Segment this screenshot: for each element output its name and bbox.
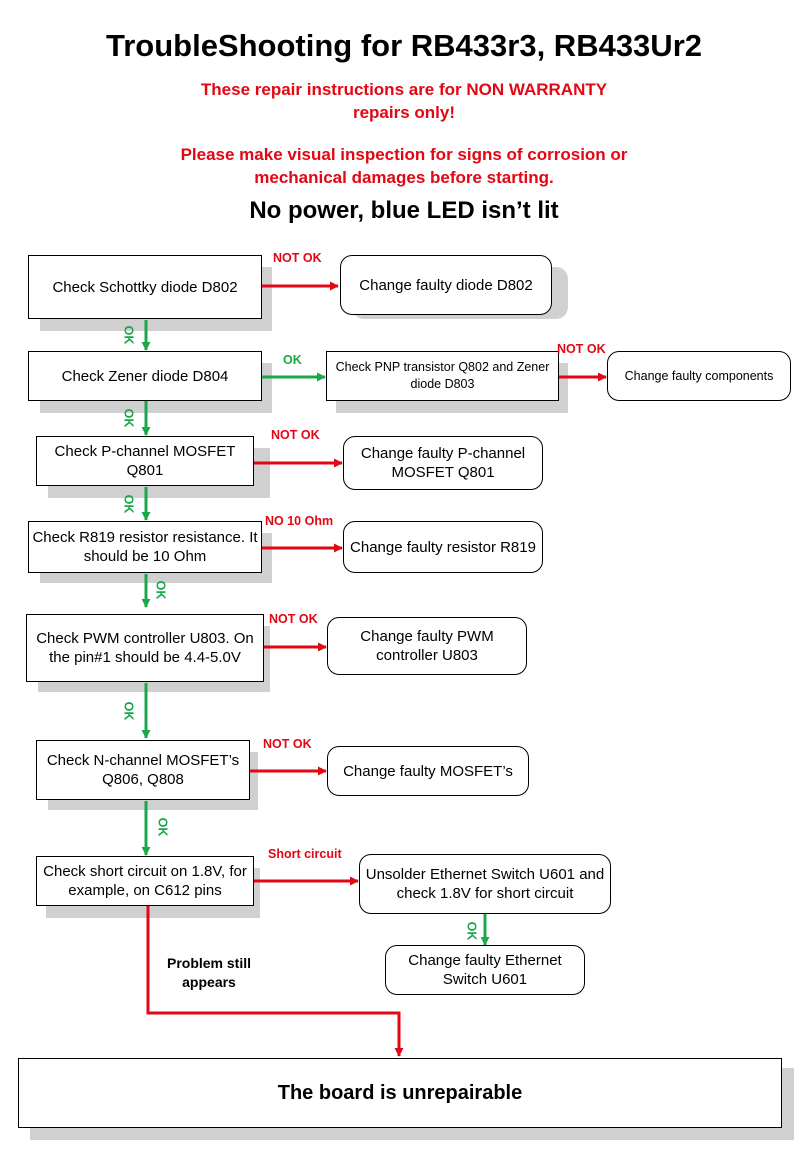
label-short-circuit: Short circuit <box>268 847 342 861</box>
arrow-problem-still-appears <box>146 906 404 1057</box>
action-change-d802: Change faulty diode D802 <box>340 255 552 315</box>
warning-line-1: These repair instructions are for NON WA… <box>200 80 608 99</box>
step-check-short-circuit: Check short circuit on 1.8V, for example… <box>36 856 254 906</box>
label-ok-d802: OK <box>121 325 136 345</box>
label-not-ok-u803: NOT OK <box>269 612 318 626</box>
action-unsolder-u601: Unsolder Ethernet Switch U601 and check … <box>359 854 611 914</box>
warning-line-3: Please make visual inspection for signs … <box>180 145 628 164</box>
label-not-ok-q801: NOT OK <box>271 428 320 442</box>
final-result-box: The board is unrepairable <box>18 1058 782 1128</box>
warning-line-2: repairs only! <box>352 103 456 122</box>
label-ok-r819: OK <box>153 580 168 600</box>
label-not-ok-d802: NOT OK <box>273 251 322 265</box>
action-change-r819: Change faulty resistor R819 <box>343 521 543 573</box>
flowchart-subtitle: No power, blue LED isn’t lit <box>249 197 559 224</box>
label-problem-still-appears: Problem still appears <box>166 955 252 990</box>
step-check-u803: Check PWM controller U803. On the pin#1 … <box>26 614 264 682</box>
label-not-ok-q802: NOT OK <box>557 342 606 356</box>
label-ok-u803: OK <box>121 701 136 721</box>
action-change-components: Change faulty components <box>607 351 791 401</box>
label-ok-q801: OK <box>121 494 136 514</box>
label-ok-d804: OK <box>121 408 136 428</box>
label-ok-q806: OK <box>155 817 170 837</box>
step-check-d804: Check Zener diode D804 <box>28 351 262 401</box>
label-no-10-ohm: NO 10 Ohm <box>265 514 334 528</box>
action-change-q801: Change faulty P-channel MOSFET Q801 <box>343 436 543 490</box>
step-check-q806-q808: Check N-channel MOSFET’s Q806, Q808 <box>36 740 250 800</box>
page-title: TroubleShooting for RB433r3, RB433Ur2 <box>105 28 702 63</box>
action-change-mosfets: Change faulty MOSFET’s <box>327 746 529 796</box>
action-change-u601: Change faulty Ethernet Switch U601 <box>385 945 585 995</box>
step-check-q801: Check P-channel MOSFET Q801 <box>36 436 254 486</box>
step-check-d802: Check Schottky diode D802 <box>28 255 262 319</box>
label-not-ok-q806: NOT OK <box>263 737 312 751</box>
step-check-r819: Check R819 resistor resistance. It shoul… <box>28 521 262 573</box>
step-check-q802-d803: Check PNP transistor Q802 and Zener diod… <box>326 351 559 401</box>
warning-line-4: mechanical damages before starting. <box>254 168 554 187</box>
label-ok-unsolder: OK <box>464 921 479 941</box>
action-change-u803: Change faulty PWM controller U803 <box>327 617 527 675</box>
label-ok-d804-right: OK <box>283 353 302 367</box>
